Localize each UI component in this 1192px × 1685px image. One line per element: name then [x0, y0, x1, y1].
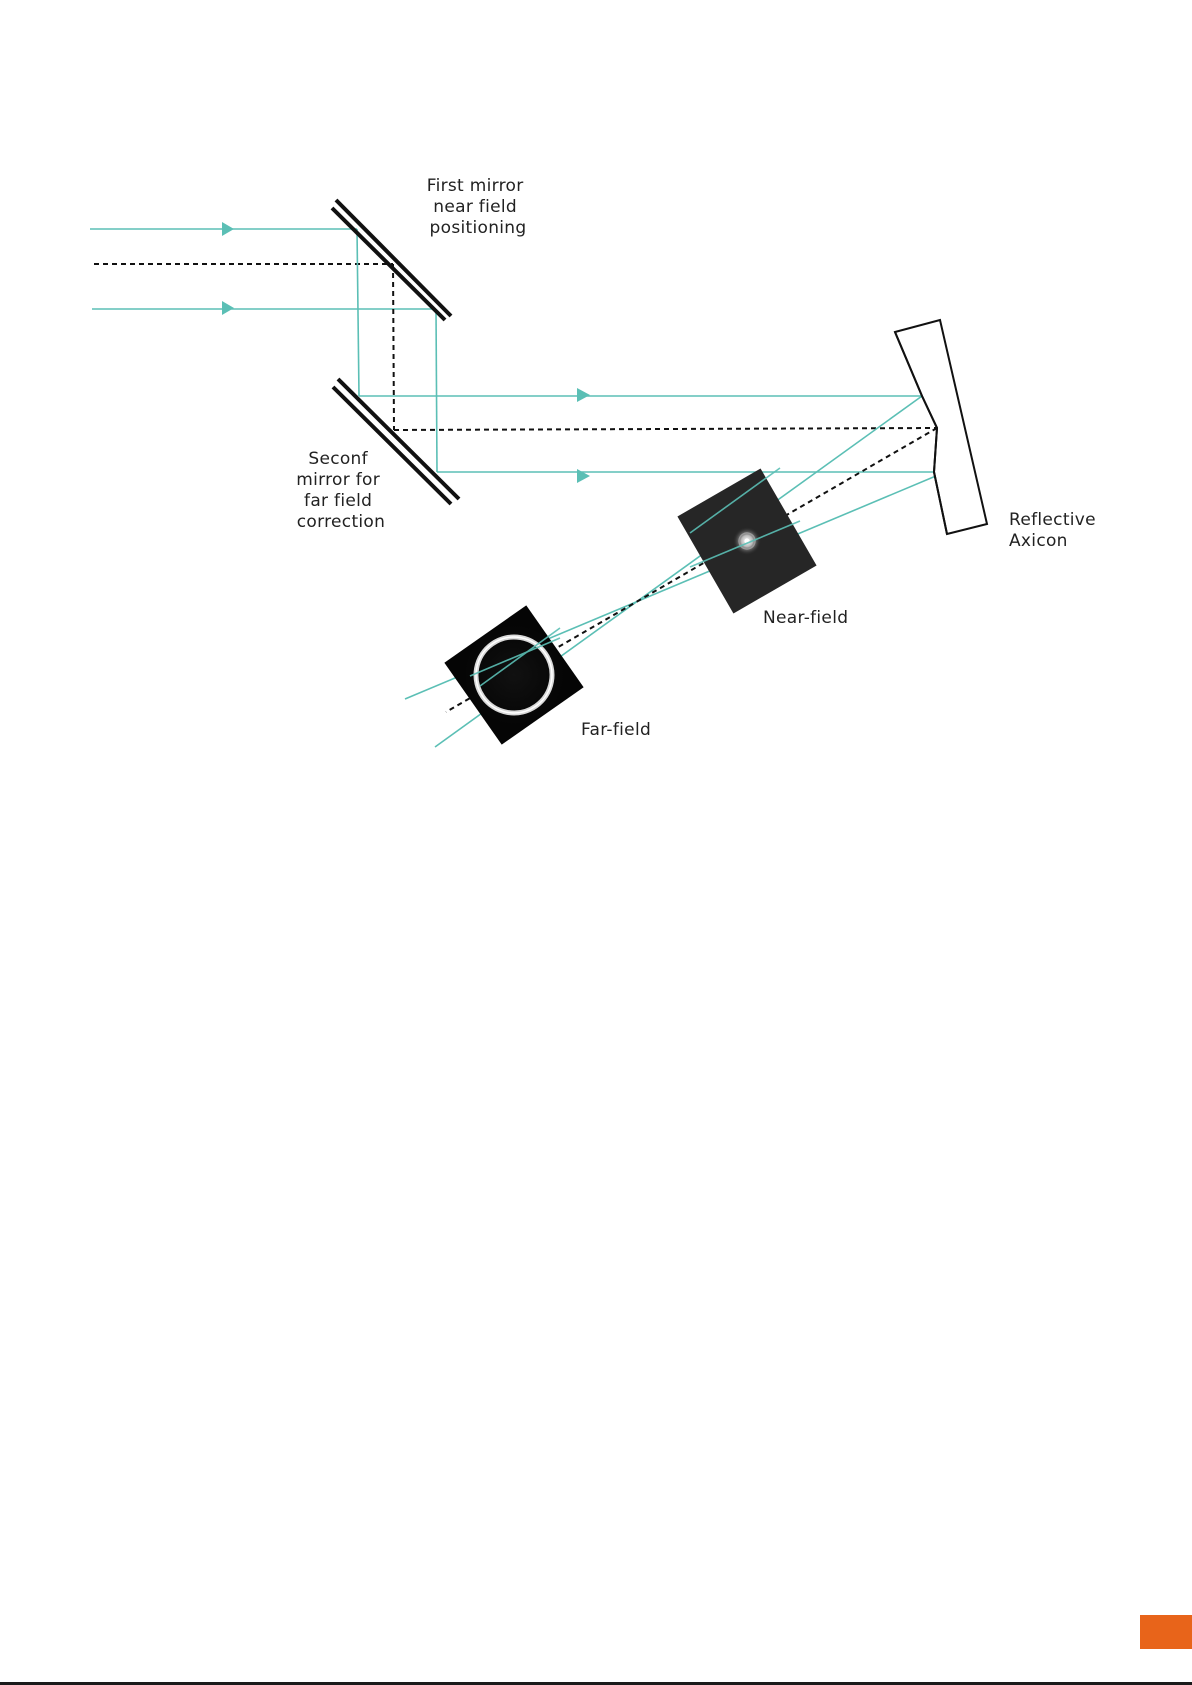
label-first-mirror-line-1: First mirror — [427, 176, 524, 196]
label-first-mirror: First mirror near field positioning — [427, 176, 529, 238]
label-axicon-line-1: Reflective — [1009, 510, 1096, 530]
beams-to-axicon — [359, 388, 943, 483]
arrow-axicon-top — [577, 388, 590, 402]
incoming-beams — [90, 222, 436, 315]
axis-to-axicon — [394, 428, 937, 430]
arrow-axicon-bottom — [577, 469, 590, 483]
arrow-incoming-top — [222, 222, 234, 236]
label-second-mirror: Seconf mirror for far field correction — [296, 449, 385, 532]
label-second-mirror-line-1: Seconf — [308, 449, 368, 469]
beam-vertical-right — [436, 309, 437, 472]
axis-vertical — [393, 264, 394, 430]
label-first-mirror-line-2: near field — [433, 197, 517, 217]
label-near-field: Near-field — [763, 608, 848, 628]
label-axicon: Reflective Axicon — [1009, 510, 1102, 551]
label-first-mirror-line-3: positioning — [430, 218, 527, 238]
label-far-field: Far-field — [581, 720, 651, 740]
near-field-image — [677, 469, 816, 614]
page-corner-accent-box — [1140, 1615, 1192, 1649]
label-axicon-line-2: Axicon — [1009, 531, 1068, 551]
label-second-mirror-line-3: far field — [304, 491, 372, 511]
arrow-incoming-bottom — [222, 301, 234, 315]
label-second-mirror-line-4: correction — [297, 512, 385, 532]
beam-vertical-left — [357, 229, 359, 396]
label-second-mirror-line-2: mirror for — [296, 470, 380, 490]
far-field-image — [444, 605, 583, 744]
